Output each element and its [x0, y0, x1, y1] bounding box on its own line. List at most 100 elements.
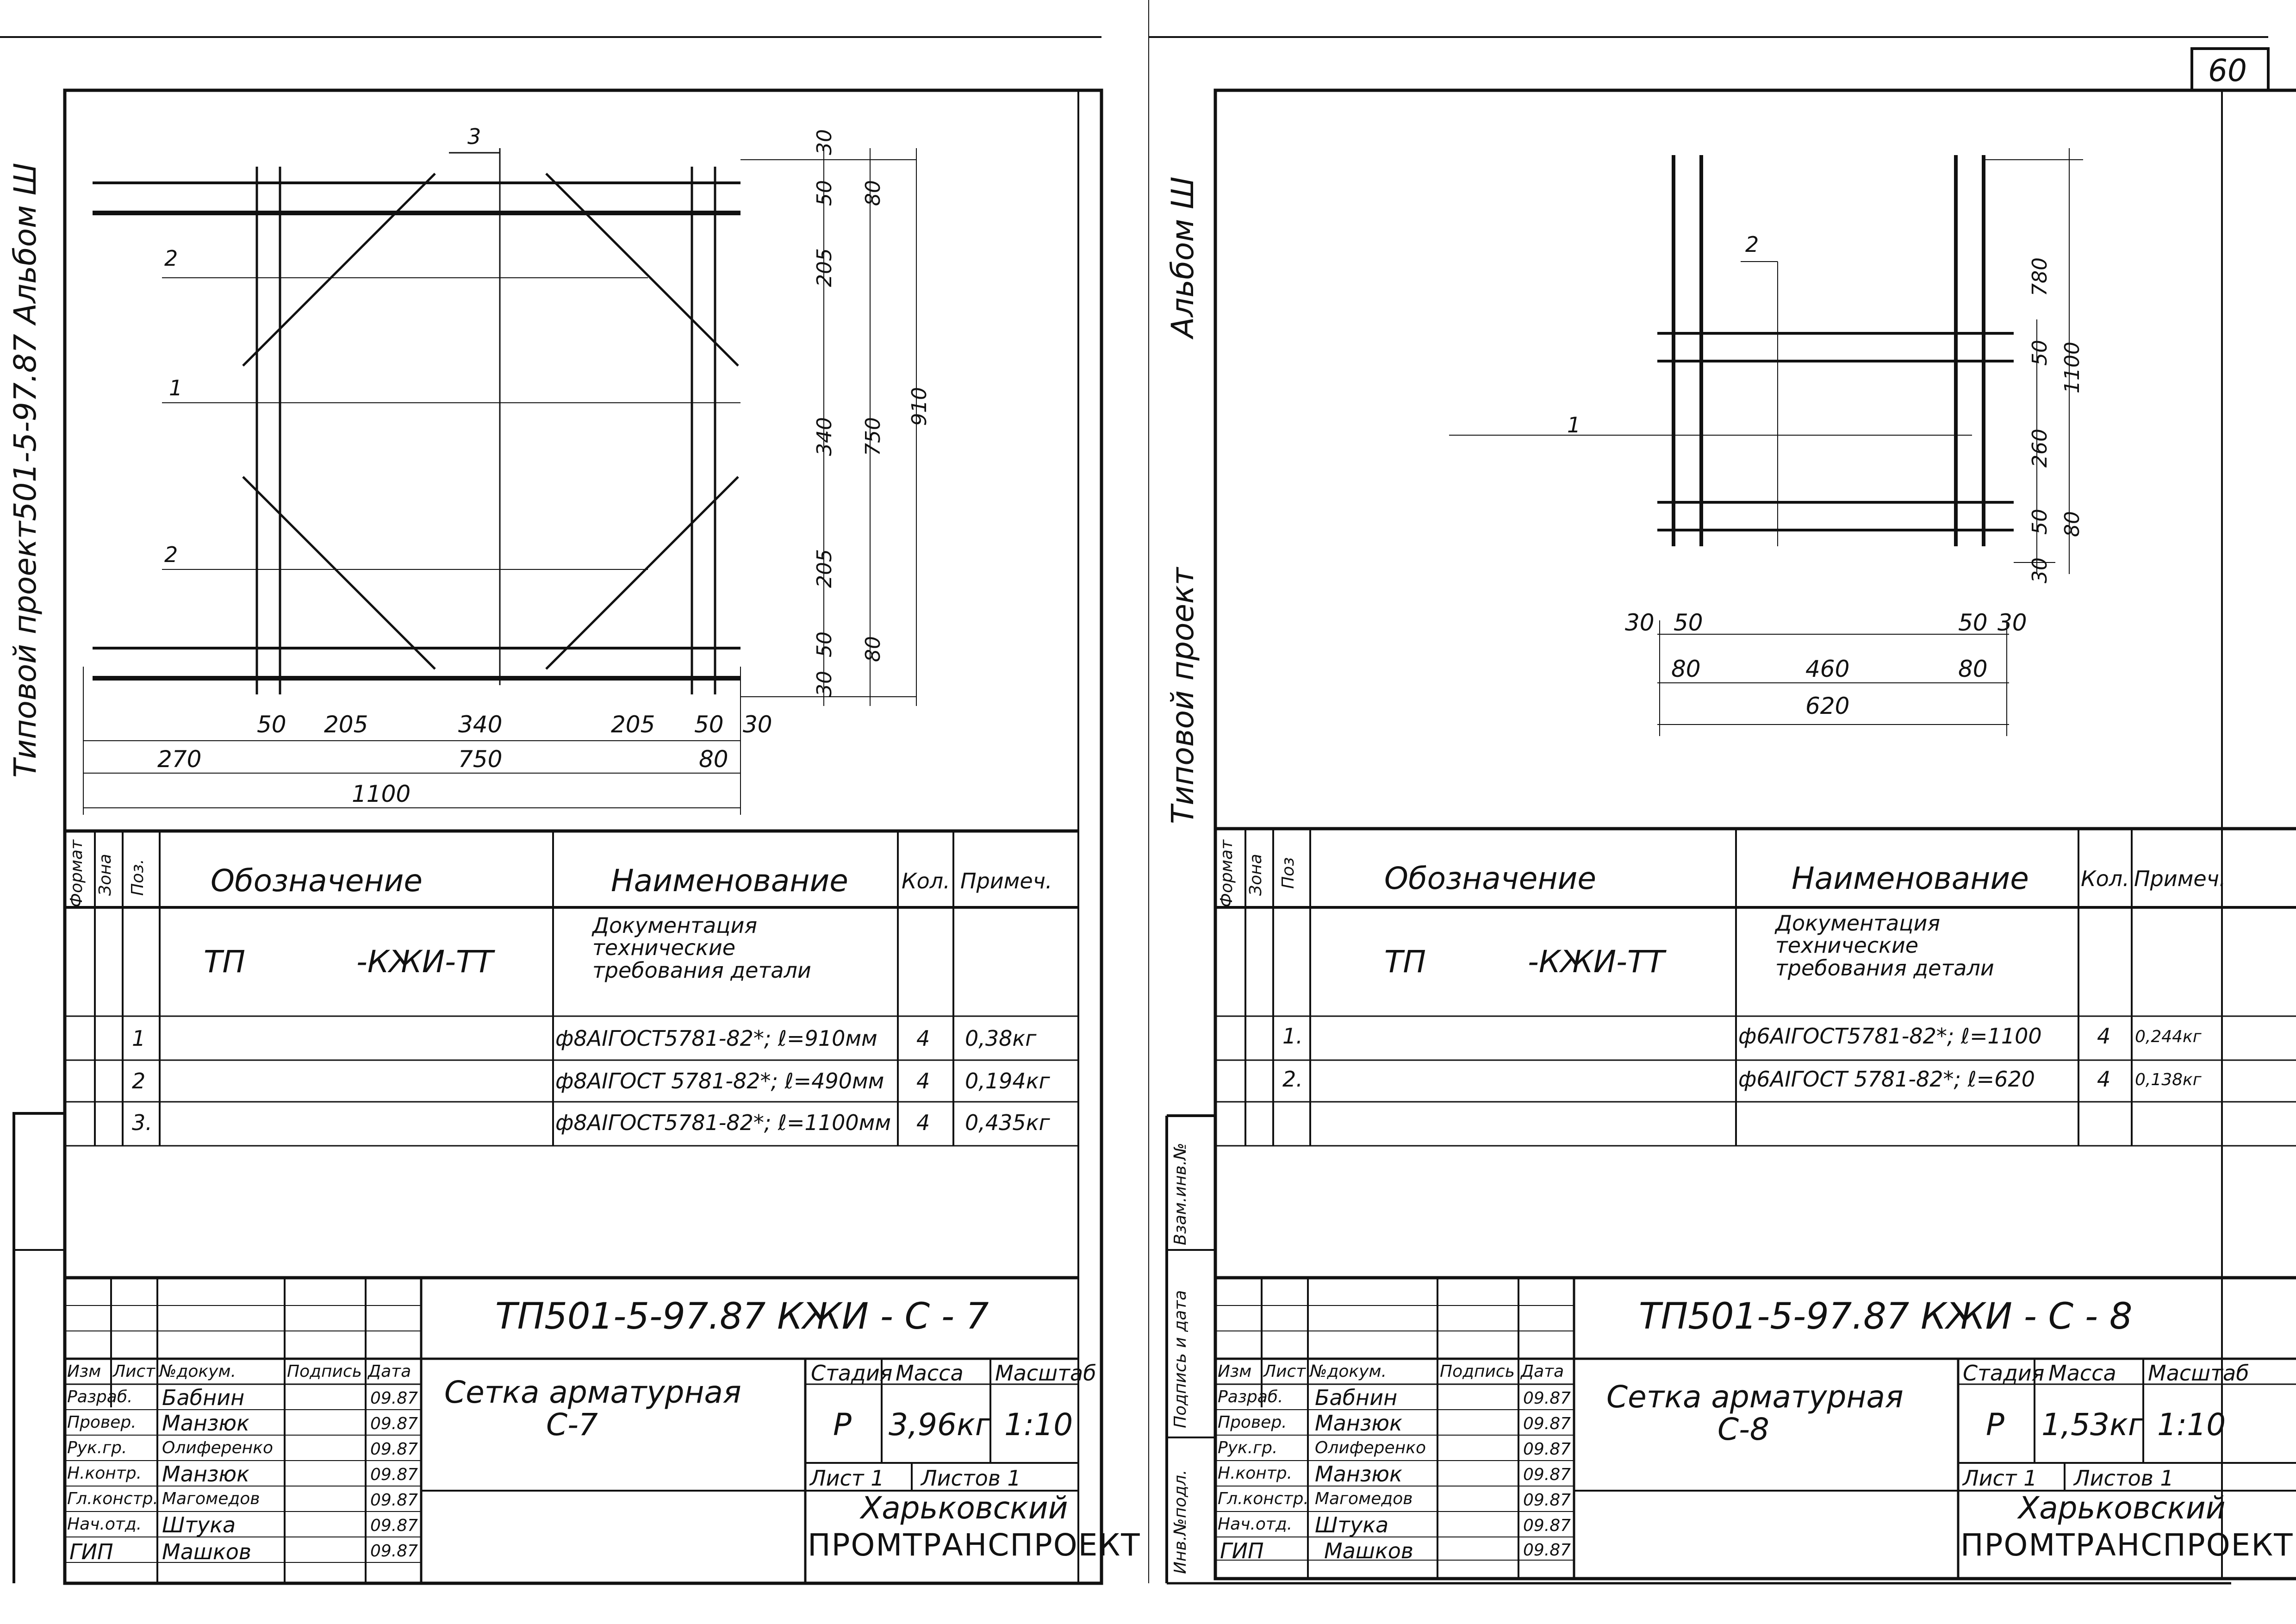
- tb-col-list: Лист: [1263, 1362, 1306, 1381]
- spec-row-1-note: 0,38кг: [965, 1026, 1037, 1051]
- titleblock-title-line2: С-7: [546, 1407, 598, 1443]
- dim-right-205-top: 205: [813, 248, 836, 287]
- spec-row-1-note: 0,244кг: [2135, 1027, 2202, 1046]
- dim-right-30-bottom: 30: [813, 671, 836, 697]
- frame-border: [1213, 88, 2296, 1580]
- dim-bottom-50-left: 50: [257, 711, 286, 738]
- tb-role-1: Провер.: [1218, 1413, 1287, 1432]
- spec-head-pos: Поз: [1279, 857, 1298, 889]
- tb-col-date: Дата: [1521, 1362, 1564, 1381]
- tb-date-0: 09.87: [1523, 1389, 1571, 1408]
- spec-row-3-qty: 4: [916, 1110, 930, 1135]
- dim-bottom-205-left: 205: [324, 711, 368, 738]
- tb-stage-label: Стадия: [811, 1361, 893, 1386]
- tb-role-4: Гл.констр.: [67, 1489, 158, 1508]
- spec-table-grid: [65, 829, 1078, 1147]
- titleblock-grid: [1215, 1276, 2296, 1579]
- tb-date-2: 09.87: [1523, 1440, 1571, 1459]
- tb-mass-label: Масса: [2048, 1361, 2116, 1386]
- sheet-frame-and-drawing: [0, 36, 1103, 1585]
- dim-right-80-top: 80: [861, 180, 885, 206]
- tb-col-doc: №докум.: [1310, 1362, 1387, 1381]
- tb-role-0: Разраб.: [1218, 1387, 1283, 1406]
- dim-bottom-30: 30: [743, 711, 772, 738]
- tb-mass-label: Масса: [896, 1361, 964, 1386]
- dim-bottom-50-right: 50: [694, 711, 724, 738]
- tb-role-6: ГИП: [1220, 1538, 1264, 1563]
- spec-doc-designation-b: -КЖИ-ТТ: [356, 944, 493, 980]
- spec-row-2-qty: 4: [916, 1068, 930, 1093]
- tb-scale-value: 1:10: [2157, 1407, 2226, 1443]
- tb-date-4: 09.87: [370, 1491, 418, 1510]
- dim-right-340: 340: [813, 417, 836, 456]
- spec-row-1-qty: 4: [2097, 1024, 2111, 1049]
- tb-col-izm: Изм: [67, 1362, 101, 1381]
- tb-org-line2: ПРОМТРАНСПРОЕКТ: [1960, 1527, 2294, 1563]
- tb-date-3: 09.87: [370, 1465, 418, 1484]
- tb-name-2: Олиференко: [1315, 1438, 1426, 1457]
- tb-name-6: Машков: [162, 1539, 252, 1564]
- spec-row-3-pos: 3.: [132, 1110, 152, 1135]
- tb-name-5: Штука: [1315, 1512, 1389, 1537]
- spec-head-zone: Зона: [1246, 854, 1265, 896]
- tb-col-sign: Подпись: [1440, 1362, 1515, 1381]
- drawing-sheet-c8: 60 Альбом Ш Типовой проект Инв.№подл. По…: [1148, 0, 2296, 1624]
- binding-label-sign-date: Подпись и дата: [1171, 1290, 1190, 1428]
- tb-col-list: Лист: [113, 1362, 156, 1381]
- dim-right-780: 780: [2028, 257, 2052, 296]
- album-side-label: Типовой проект501-5-97.87 Альбом Ш: [7, 162, 43, 778]
- dim-bottom-460: 460: [1805, 656, 1850, 682]
- spec-row-1-pos: 1.: [1282, 1024, 1303, 1049]
- spec-row-2-qty: 4: [2097, 1067, 2111, 1092]
- dim-right-50-bottom: 50: [813, 631, 836, 657]
- spec-doc-name: Документация технические требования дета…: [592, 913, 811, 983]
- tb-name-3: Манзюк: [162, 1462, 249, 1487]
- tb-stage-value: Р: [1986, 1407, 2004, 1443]
- tb-role-5: Нач.отд.: [67, 1515, 142, 1534]
- binding-label-vzam: Взам.инв.№: [1171, 1143, 1190, 1245]
- tb-name-0: Бабнин: [162, 1385, 245, 1410]
- spec-head-pos: Поз.: [128, 859, 147, 896]
- tb-name-6: Машков: [1324, 1538, 1414, 1563]
- tb-name-4: Магомедов: [1315, 1489, 1413, 1508]
- dim-bottom-340: 340: [458, 711, 503, 738]
- dim-bottom-50-right: 50: [1958, 609, 1988, 636]
- tb-sheets-label: Листов 1: [921, 1466, 1021, 1491]
- tb-name-3: Манзюк: [1315, 1462, 1402, 1487]
- tb-date-4: 09.87: [1523, 1491, 1571, 1510]
- dim-bottom-80-left: 80: [1671, 656, 1701, 682]
- tb-role-3: Н.контр.: [67, 1464, 142, 1483]
- titleblock-code: ТП501-5-97.87 КЖИ - С - 7: [495, 1296, 989, 1337]
- dim-right-910: 910: [908, 387, 931, 426]
- spec-head-zone: Зона: [96, 854, 115, 896]
- dim-bottom-30-right: 30: [1997, 609, 2027, 636]
- tb-date-6: 09.87: [1523, 1541, 1571, 1560]
- spec-row-1-name: ф6АIГОСТ5781-82*; ℓ=1100: [1738, 1024, 2042, 1049]
- titleblock-title-line1: Сетка арматурная: [444, 1374, 741, 1410]
- dim-bottom-270: 270: [157, 746, 202, 773]
- spec-head-format: Формат: [67, 839, 86, 907]
- tb-date-2: 09.87: [370, 1440, 418, 1459]
- spec-row-1-pos: 1: [132, 1026, 146, 1051]
- spec-row-2-pos: 2: [132, 1068, 146, 1093]
- spec-doc-designation-a: ТП: [204, 944, 245, 980]
- tb-role-6: ГИП: [69, 1539, 113, 1564]
- tb-col-sign: Подпись: [287, 1362, 362, 1381]
- tb-sheet-label: Лист 1: [1963, 1466, 2037, 1491]
- spec-row-2-note: 0,194кг: [965, 1068, 1050, 1093]
- titleblock-grid: [65, 1276, 1078, 1583]
- tb-col-izm: Изм: [1218, 1362, 1252, 1381]
- tb-sheet-label: Лист 1: [810, 1466, 884, 1491]
- dim-bottom-620: 620: [1805, 693, 1850, 719]
- spec-row-2-name: ф6АIГОСТ 5781-82*; ℓ=620: [1738, 1067, 2035, 1092]
- leader-3: 3: [467, 124, 481, 149]
- tb-name-5: Штука: [162, 1512, 236, 1537]
- leader-1: 1: [169, 375, 183, 400]
- tb-role-4: Гл.констр.: [1218, 1489, 1309, 1508]
- tb-role-0: Разраб.: [67, 1387, 133, 1406]
- tb-role-3: Н.контр.: [1218, 1464, 1293, 1483]
- spec-head-note: Примеч.: [960, 868, 1052, 893]
- album-side-label-b: Типовой проект: [1165, 567, 1201, 824]
- mesh-c8-drawing: [1449, 148, 2083, 736]
- dim-right-50-bottom: 50: [2028, 509, 2052, 535]
